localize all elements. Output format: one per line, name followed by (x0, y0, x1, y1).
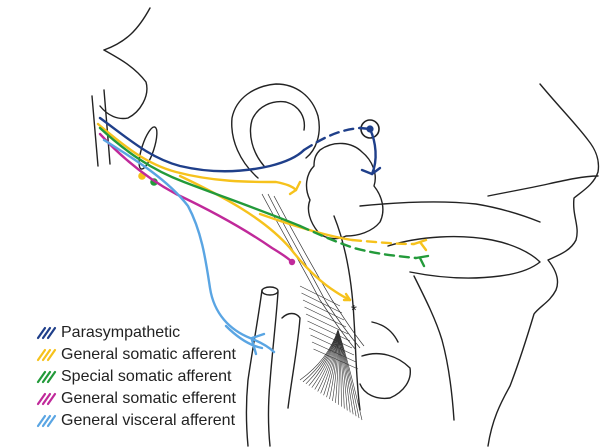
legend-label: General somatic afferent (61, 346, 236, 364)
legend-label: General somatic efferent (61, 390, 236, 408)
carotid-top (262, 287, 278, 295)
parotid-gland (307, 143, 383, 238)
larynx-outline (360, 354, 410, 399)
annotation-asterisk: * (351, 302, 357, 319)
jugular-outline (282, 314, 300, 409)
constrictor-fiber (309, 328, 352, 348)
legend-item-general-visceral-afferent: General visceral afferent (36, 410, 236, 432)
constrictor-fiber (305, 307, 347, 327)
skull-outline (104, 8, 150, 50)
constrictor-fiber (300, 286, 340, 306)
stroke-hatch-icon (36, 413, 58, 429)
nerve-special-somatic-afferent (100, 128, 428, 266)
epiglottis-outline (372, 322, 398, 342)
legend-label: Parasympathetic (61, 324, 180, 342)
brainstem-right-outline (104, 90, 110, 164)
legend: Parasympathetic General somatic afferent… (36, 322, 236, 432)
constrictor-fiber (303, 300, 344, 320)
occipital-outline (100, 50, 147, 119)
carotid-right-outline (269, 292, 279, 446)
otic-ganglion-dot (366, 125, 373, 132)
palate-outline (360, 202, 540, 222)
legend-label: General visceral afferent (61, 412, 235, 430)
legend-label: Special somatic afferent (61, 368, 231, 386)
tongue-outline (388, 237, 540, 278)
brainstem-left-outline (92, 96, 98, 166)
stroke-hatch-icon (36, 369, 58, 385)
face-profile (488, 84, 599, 446)
constrictor-fiber (308, 321, 351, 341)
stroke-hatch-icon (36, 325, 58, 341)
legend-item-general-somatic-afferent: General somatic afferent (36, 344, 236, 366)
constrictor-fiber (302, 293, 343, 313)
stroke-hatch-icon (36, 347, 58, 363)
legend-item-parasympathetic: Parasympathetic (36, 322, 236, 344)
carotid-left-outline (247, 290, 263, 446)
legend-item-special-somatic-afferent: Special somatic afferent (36, 366, 236, 388)
legend-item-general-somatic-efferent: General somatic efferent (36, 388, 236, 410)
stroke-hatch-icon (36, 391, 58, 407)
neck-front-outline (414, 276, 454, 420)
magenta-end-dot (289, 259, 295, 265)
constrictor-fiber (312, 330, 338, 388)
